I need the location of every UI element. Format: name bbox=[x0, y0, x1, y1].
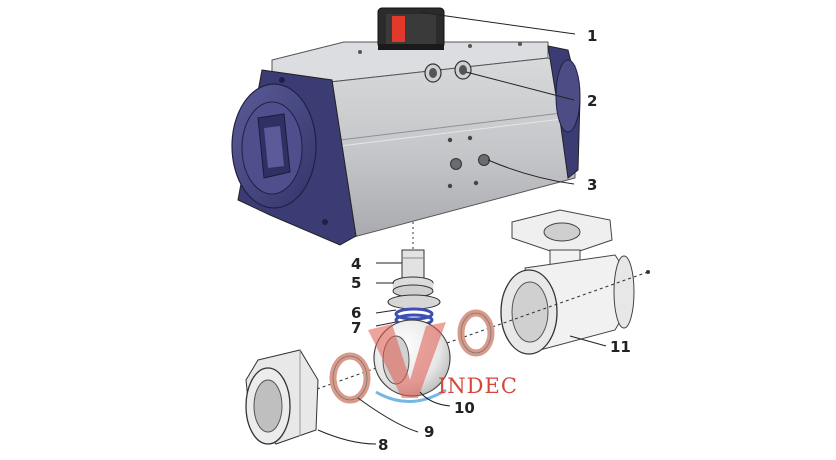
callout-7: 7 bbox=[351, 319, 361, 337]
callout-2: 2 bbox=[587, 92, 597, 110]
air-port-pair bbox=[424, 60, 472, 83]
actuator-left-end-cap bbox=[231, 69, 357, 246]
callout-numbers: 1 2 3 4 5 6 7 8 9 10 11 bbox=[351, 27, 631, 454]
callout-1: 1 bbox=[587, 27, 597, 45]
stem bbox=[401, 249, 425, 279]
position-indicator bbox=[377, 7, 445, 50]
callout-6: 6 bbox=[351, 304, 361, 322]
leader-lines bbox=[317, 11, 607, 445]
callout-9: 9 bbox=[424, 423, 434, 441]
seat-rings bbox=[329, 309, 495, 404]
valve-stem-assembly bbox=[387, 249, 441, 332]
actuator-right-end-cap bbox=[547, 45, 581, 179]
valve-body bbox=[500, 209, 635, 355]
indec-logo: INDEC bbox=[368, 322, 518, 403]
namur-mounting-holes bbox=[447, 135, 490, 189]
callout-3: 3 bbox=[587, 176, 597, 194]
actuator-front-face bbox=[329, 57, 576, 239]
callout-11: 11 bbox=[610, 338, 631, 356]
callout-8: 8 bbox=[378, 436, 388, 454]
watermark-text: INDEC bbox=[438, 374, 518, 398]
callout-4: 4 bbox=[351, 255, 361, 273]
end-connector bbox=[245, 349, 319, 445]
callout-10: 10 bbox=[454, 399, 475, 417]
callout-5: 5 bbox=[351, 274, 361, 292]
pneumatic-actuator bbox=[231, 7, 581, 246]
